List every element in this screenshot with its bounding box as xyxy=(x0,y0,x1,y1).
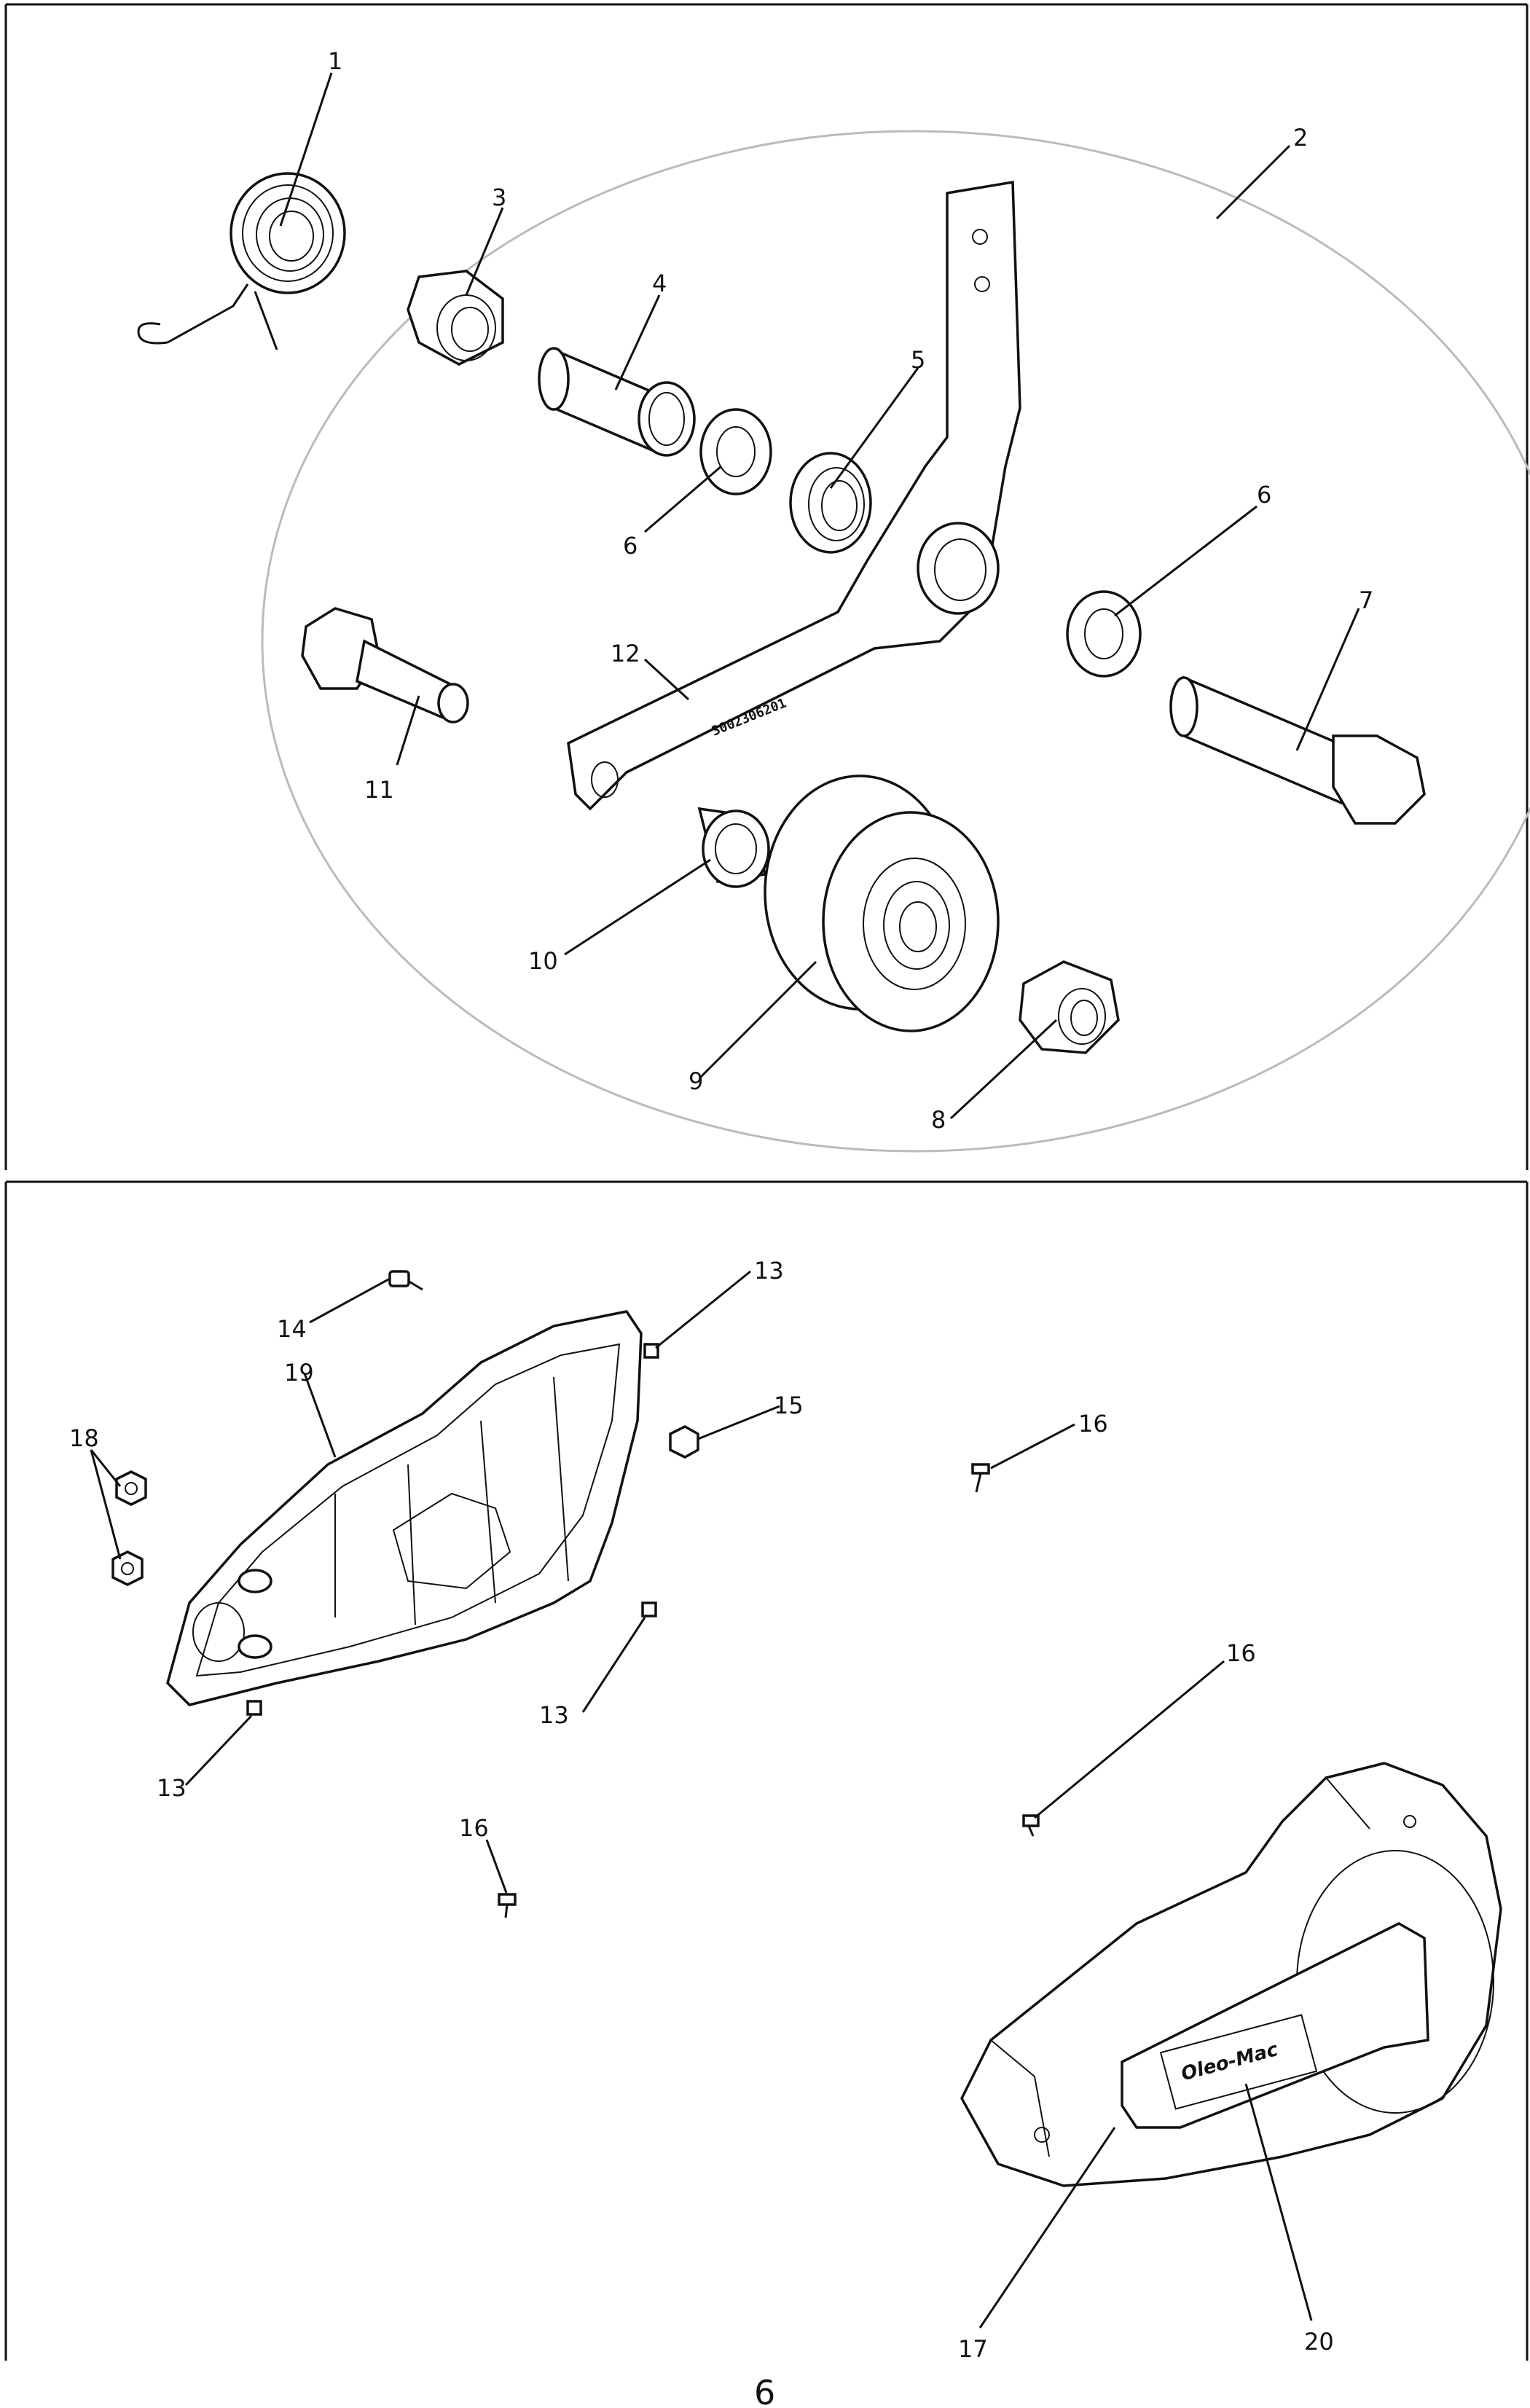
nut-18-part-b xyxy=(111,1550,144,1586)
callout-12: 12 xyxy=(611,640,640,667)
callout-10: 10 xyxy=(528,947,558,975)
callout-18: 18 xyxy=(69,1424,99,1452)
idler-pulley-part xyxy=(764,774,1000,1032)
outer-cover-part: Oleo-Mac xyxy=(960,1762,1502,2187)
callout-2: 2 xyxy=(1293,124,1308,152)
bolt-part-left xyxy=(301,607,469,723)
callout-11: 11 xyxy=(364,776,394,804)
assembly-group-outline xyxy=(261,130,1530,1153)
bolt-14-part xyxy=(388,1270,423,1291)
torsion-spring-part xyxy=(137,172,346,350)
callout-17: 17 xyxy=(958,2335,988,2363)
clip-13-part-b xyxy=(641,1601,657,1617)
callout-6b: 6 xyxy=(1257,481,1271,509)
callout-7: 7 xyxy=(1359,587,1373,614)
callout-4: 4 xyxy=(652,270,667,297)
callout-1: 1 xyxy=(328,47,342,75)
inner-cover-part xyxy=(166,1310,643,1706)
callout-3: 3 xyxy=(492,184,506,211)
callout-20: 20 xyxy=(1304,2328,1334,2356)
page-number: 6 xyxy=(754,2373,775,2408)
panel-top-frame xyxy=(4,3,1529,1170)
clip-13-part-a xyxy=(643,1343,659,1359)
lock-nut-part xyxy=(407,270,504,366)
callout-9: 9 xyxy=(688,1067,703,1095)
callout-16a: 16 xyxy=(1078,1410,1108,1438)
callout-13b: 13 xyxy=(539,1701,569,1729)
washer-part-a xyxy=(699,408,772,495)
screw-16-part-c xyxy=(498,1893,517,1918)
bushing-part xyxy=(789,452,872,554)
nut-15-part xyxy=(669,1425,699,1459)
callout-8: 8 xyxy=(931,1106,946,1134)
callout-5: 5 xyxy=(911,346,925,374)
washer-part-b xyxy=(1066,590,1142,678)
leader-lines-top xyxy=(279,72,1360,1120)
callout-15: 15 xyxy=(774,1392,804,1419)
nut-18-part-a xyxy=(115,1470,147,1506)
callout-14: 14 xyxy=(277,1315,307,1343)
callout-16c: 16 xyxy=(459,1814,489,1842)
screw-16-part-a xyxy=(971,1463,990,1493)
panel-bottom-frame xyxy=(4,1180,1529,2361)
callout-13c: 13 xyxy=(157,1774,187,1802)
screw-16-part-b xyxy=(1022,1814,1040,1837)
callout-16b: 16 xyxy=(1226,1639,1256,1667)
clip-13-part-c xyxy=(246,1700,262,1716)
callout-6a: 6 xyxy=(623,532,638,560)
leader-lines-bottom xyxy=(90,1270,1313,2329)
spacer-part xyxy=(697,807,770,888)
tensioner-arm-part: 3002306201 xyxy=(567,180,1021,811)
callout-13a: 13 xyxy=(754,1257,784,1285)
callout-19: 19 xyxy=(284,1359,314,1387)
spacer-sleeve-part xyxy=(538,347,696,457)
bolt-part-right xyxy=(1169,675,1426,825)
